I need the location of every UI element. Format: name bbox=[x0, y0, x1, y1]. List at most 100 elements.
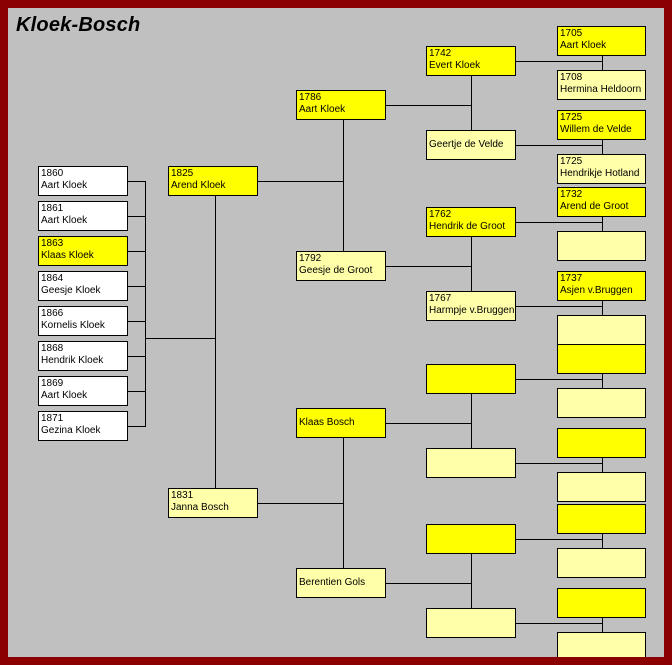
person-box-arend-de-groot[interactable]: 1732 Arend de Groot bbox=[557, 187, 646, 217]
person-box-empty[interactable] bbox=[557, 472, 646, 502]
person-box-aart-kloek-1705[interactable]: 1705 Aart Kloek bbox=[557, 26, 646, 56]
person-name: Klaas Bosch bbox=[299, 417, 355, 428]
birth-year: 1871 bbox=[41, 413, 64, 424]
person-box-aart-kloek-1786[interactable]: 1786 Aart Kloek bbox=[296, 90, 386, 120]
connector bbox=[128, 181, 146, 182]
birth-year: 1866 bbox=[41, 308, 64, 319]
list-item[interactable]: 1863 Klaas Kloek bbox=[38, 236, 128, 266]
connector bbox=[516, 623, 602, 624]
connector bbox=[516, 539, 602, 540]
birth-year: 1705 bbox=[560, 28, 583, 39]
person-box-hermina-heldoorn[interactable]: 1708 Hermina Heldoorn bbox=[557, 70, 646, 100]
connector bbox=[602, 41, 603, 85]
connector bbox=[471, 539, 472, 623]
connector bbox=[215, 196, 216, 508]
person-name: Harmpje v.Bruggen bbox=[429, 305, 515, 316]
person-box-geesje-de-groot[interactable]: 1792 Geesje de Groot bbox=[296, 251, 386, 281]
person-box-hendrikje-hotland[interactable]: 1725 Hendrikje Hotland bbox=[557, 154, 646, 184]
person-box-empty[interactable] bbox=[426, 364, 516, 394]
list-item[interactable]: 1864 Geesje Kloek bbox=[38, 271, 128, 301]
person-name: Geesje Kloek bbox=[41, 285, 101, 296]
person-name: Willem de Velde bbox=[560, 124, 632, 135]
birth-year: 1762 bbox=[429, 209, 452, 220]
person-box-harmpje-v-bruggen[interactable]: 1767 Harmpje v.Bruggen bbox=[426, 291, 516, 321]
connector bbox=[386, 423, 471, 424]
connector bbox=[471, 61, 472, 145]
person-name: Kornelis Kloek bbox=[41, 320, 105, 331]
page-title: Kloek-Bosch bbox=[16, 14, 141, 36]
connector bbox=[128, 216, 146, 217]
person-box-empty[interactable] bbox=[557, 231, 646, 261]
person-box-empty[interactable] bbox=[426, 608, 516, 638]
connector bbox=[386, 266, 471, 267]
birth-year: 1737 bbox=[560, 273, 583, 284]
connector bbox=[602, 125, 603, 169]
connector bbox=[128, 356, 146, 357]
connector bbox=[602, 202, 603, 246]
connector bbox=[258, 181, 343, 182]
person-box-asjen-v-bruggen[interactable]: 1737 Asjen v.Bruggen bbox=[557, 271, 646, 301]
person-box-empty[interactable] bbox=[557, 428, 646, 458]
birth-year: 1742 bbox=[429, 48, 452, 59]
connector bbox=[128, 391, 146, 392]
person-box-empty[interactable] bbox=[557, 344, 646, 374]
person-name: Evert Kloek bbox=[429, 60, 481, 71]
person-box-empty[interactable] bbox=[557, 632, 646, 657]
person-name: Aart Kloek bbox=[560, 40, 607, 51]
person-box-klaas-bosch[interactable]: Klaas Bosch bbox=[296, 408, 386, 438]
connector bbox=[128, 426, 146, 427]
connector bbox=[516, 379, 602, 380]
person-name: Aart Kloek bbox=[41, 180, 88, 191]
birth-year: 1868 bbox=[41, 343, 64, 354]
person-box-hendrik-de-groot[interactable]: 1762 Hendrik de Groot bbox=[426, 207, 516, 237]
person-name: Berentien Gols bbox=[299, 577, 366, 588]
list-item[interactable]: 1860 Aart Kloek bbox=[38, 166, 128, 196]
birth-year: 1869 bbox=[41, 378, 64, 389]
person-name: Hendrik Kloek bbox=[41, 355, 104, 366]
connector bbox=[516, 463, 602, 464]
person-box-empty[interactable] bbox=[426, 448, 516, 478]
connector bbox=[128, 321, 146, 322]
list-item[interactable]: 1869 Aart Kloek bbox=[38, 376, 128, 406]
list-item[interactable]: 1861 Aart Kloek bbox=[38, 201, 128, 231]
person-box-empty[interactable] bbox=[557, 315, 646, 345]
birth-year: 1831 bbox=[171, 490, 194, 501]
person-name: Hermina Heldoorn bbox=[560, 84, 642, 95]
connector bbox=[602, 519, 603, 563]
person-box-empty[interactable] bbox=[557, 388, 646, 418]
person-name: Janna Bosch bbox=[171, 502, 229, 513]
person-box-empty[interactable] bbox=[557, 548, 646, 578]
person-name: Hendrik de Groot bbox=[429, 221, 506, 232]
birth-year: 1860 bbox=[41, 168, 64, 179]
birth-year: 1786 bbox=[299, 92, 322, 103]
person-name: Hendrikje Hotland bbox=[560, 168, 640, 179]
list-item[interactable]: 1868 Hendrik Kloek bbox=[38, 341, 128, 371]
person-box-empty[interactable] bbox=[557, 504, 646, 534]
birth-year: 1861 bbox=[41, 203, 64, 214]
connector bbox=[602, 603, 603, 647]
person-name: Aart Kloek bbox=[41, 215, 88, 226]
birth-year: 1725 bbox=[560, 112, 583, 123]
list-item[interactable]: 1871 Gezina Kloek bbox=[38, 411, 128, 441]
person-box-empty[interactable] bbox=[426, 524, 516, 554]
connector bbox=[516, 222, 602, 223]
connector bbox=[128, 286, 146, 287]
person-box-evert-kloek[interactable]: 1742 Evert Kloek bbox=[426, 46, 516, 76]
person-box-arend-kloek[interactable]: 1825 Arend Kloek bbox=[168, 166, 258, 196]
birth-year: 1732 bbox=[560, 189, 583, 200]
connector bbox=[258, 503, 343, 504]
person-box-empty[interactable] bbox=[557, 588, 646, 618]
person-box-geertje-de-velde[interactable]: Geertje de Velde bbox=[426, 130, 516, 160]
person-name: Aart Kloek bbox=[41, 390, 88, 401]
connector bbox=[145, 338, 215, 339]
person-box-berentien-gols[interactable]: Berentien Gols bbox=[296, 568, 386, 598]
list-item[interactable]: 1866 Kornelis Kloek bbox=[38, 306, 128, 336]
person-name: Klaas Kloek bbox=[41, 250, 94, 261]
connector bbox=[602, 286, 603, 330]
person-box-willem-de-velde[interactable]: 1725 Willem de Velde bbox=[557, 110, 646, 140]
connector bbox=[602, 443, 603, 487]
connector bbox=[128, 251, 146, 252]
person-name: Geertje de Velde bbox=[429, 139, 504, 150]
person-box-janna-bosch[interactable]: 1831 Janna Bosch bbox=[168, 488, 258, 518]
